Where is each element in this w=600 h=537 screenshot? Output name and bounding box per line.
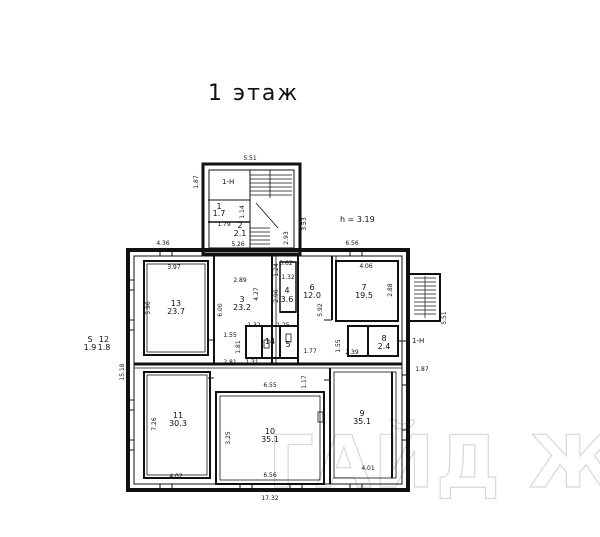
- dim-label: 3.25: [225, 431, 232, 445]
- room-12-number: 12: [99, 335, 109, 344]
- room-11-number: 11: [173, 411, 183, 420]
- dim-label: 6.56: [345, 240, 359, 247]
- dimension-labels: 5.51 1.87 1.79 1.14 3.53 2.93 4.36 5.26 …: [119, 155, 448, 502]
- interior-walls: [134, 256, 402, 485]
- dim-label: 1.87: [193, 175, 200, 189]
- dim-label: 1.32: [281, 274, 295, 281]
- room-11-area: 30.3: [169, 419, 187, 428]
- dim-label: 1.55: [335, 339, 342, 353]
- dim-label: 1.17: [301, 375, 308, 389]
- door-marks: [208, 319, 410, 423]
- dim-label: 6.55: [263, 382, 277, 389]
- window-marks: [128, 250, 408, 490]
- room-4-number: 4: [284, 286, 289, 295]
- room-labels: 1 1.7 2 2.1 3 23.2 4 3.6 5 6 12.0 7 19.5…: [84, 202, 391, 444]
- external-stair-right: [407, 273, 441, 322]
- dim-label: 1.14: [239, 205, 246, 219]
- dim-label: 17.32: [261, 495, 278, 502]
- room-9-area: 35.1: [353, 417, 371, 426]
- dim-label: 1.31: [245, 359, 259, 366]
- floor-title: 1 этаж: [208, 81, 299, 106]
- section-label-right: 1-Н: [412, 337, 424, 345]
- room-s-number: S: [87, 335, 92, 344]
- room-2-area: 2.1: [234, 229, 247, 238]
- dim-label: 3.53: [301, 217, 308, 231]
- dim-label: 15.18: [119, 363, 126, 380]
- room-7-number: 7: [361, 283, 366, 292]
- dim-label: 2.89: [233, 277, 247, 284]
- dim-label: 5.96: [145, 301, 152, 315]
- room-6-area: 12.0: [303, 291, 321, 300]
- dim-label: 6.00: [217, 303, 224, 317]
- room-1-number: 1: [216, 202, 221, 211]
- room-10-number: 10: [265, 427, 275, 436]
- dim-label: 1.87: [415, 366, 429, 373]
- dim-label: 5.51: [243, 155, 257, 162]
- room-14-number: 14: [265, 337, 275, 346]
- dim-label: 7.26: [151, 417, 158, 431]
- dim-label: 5.51: [441, 311, 448, 325]
- dim-label: 4.36: [156, 240, 170, 247]
- room-8-area: 2.4: [378, 342, 391, 351]
- room-4-area: 3.6: [281, 295, 294, 304]
- room-8-number: 8: [381, 334, 386, 343]
- room-7-area: 19.5: [355, 291, 373, 300]
- dim-label: 2.88: [387, 283, 394, 297]
- dim-label: 6.56: [263, 472, 277, 479]
- dim-label: 4.06: [359, 263, 373, 270]
- room-2-number: 2: [237, 221, 242, 230]
- section-label-top: 1-Н: [222, 178, 234, 186]
- dim-label: 4.01: [361, 465, 375, 472]
- ceiling-height-label: h = 3.19: [340, 215, 375, 224]
- dim-label: 2.39: [345, 349, 359, 356]
- stair-annex: [201, 162, 302, 256]
- room-s-area: 1.9: [84, 343, 97, 352]
- room-13-number: 13: [171, 299, 181, 308]
- room-10-area: 35.1: [261, 435, 279, 444]
- room-12-area: 1.8: [98, 343, 111, 352]
- dim-label: 1.77: [303, 348, 317, 355]
- room-9-number: 9: [359, 409, 364, 418]
- dim-label: 2.93: [283, 231, 290, 245]
- dim-label: 1.24: [273, 263, 280, 277]
- dim-label: 3.97: [167, 264, 181, 271]
- dim-label: 1.55: [223, 332, 237, 339]
- dim-label: 1.25: [276, 322, 290, 329]
- room-3-number: 3: [239, 295, 244, 304]
- room-13-area: 23.7: [167, 307, 185, 316]
- dim-label: 1.32: [247, 322, 261, 329]
- dim-label: 5.92: [317, 303, 324, 317]
- dim-label: 5.26: [231, 241, 245, 248]
- dim-label: 2.90: [273, 289, 280, 303]
- room-6-number: 6: [309, 283, 314, 292]
- room-3-area: 23.2: [233, 303, 251, 312]
- section-labels: 1-Н 1-Н: [222, 178, 424, 345]
- dim-label: 3.62: [279, 260, 293, 267]
- dim-label: 4.27: [253, 287, 260, 301]
- dim-label: 1.81: [235, 340, 242, 354]
- dim-label: 2.81: [223, 359, 237, 366]
- room-1-area: 1.7: [213, 209, 226, 218]
- dim-label: 4.02: [169, 473, 183, 480]
- dim-label: 1.79: [217, 221, 231, 228]
- room-5-number: 5: [285, 340, 290, 349]
